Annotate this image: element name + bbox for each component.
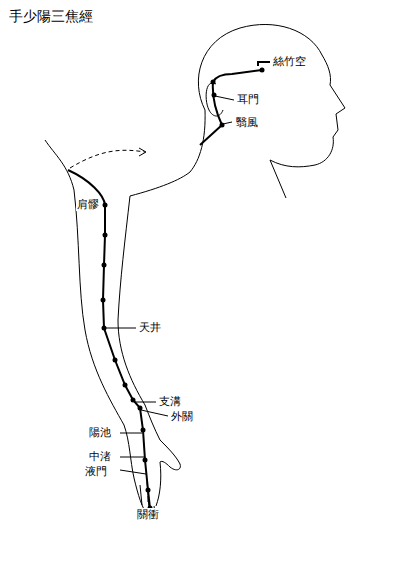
point-label: 絲竹空	[272, 55, 307, 68]
point-label: 天井	[138, 321, 162, 334]
point-label: 肩髎	[76, 198, 100, 211]
point-label: 陽池	[88, 426, 112, 439]
point-label: 液門	[84, 465, 108, 478]
point-label: 支溝	[158, 395, 182, 408]
point-label: 翳風	[235, 116, 259, 129]
point-label: 關衝	[136, 508, 160, 521]
diagram-title: 手少陽三焦經	[8, 8, 94, 25]
point-label: 耳門	[236, 93, 260, 106]
point-label: 外關	[170, 410, 194, 423]
point-label: 中渚	[88, 450, 112, 463]
